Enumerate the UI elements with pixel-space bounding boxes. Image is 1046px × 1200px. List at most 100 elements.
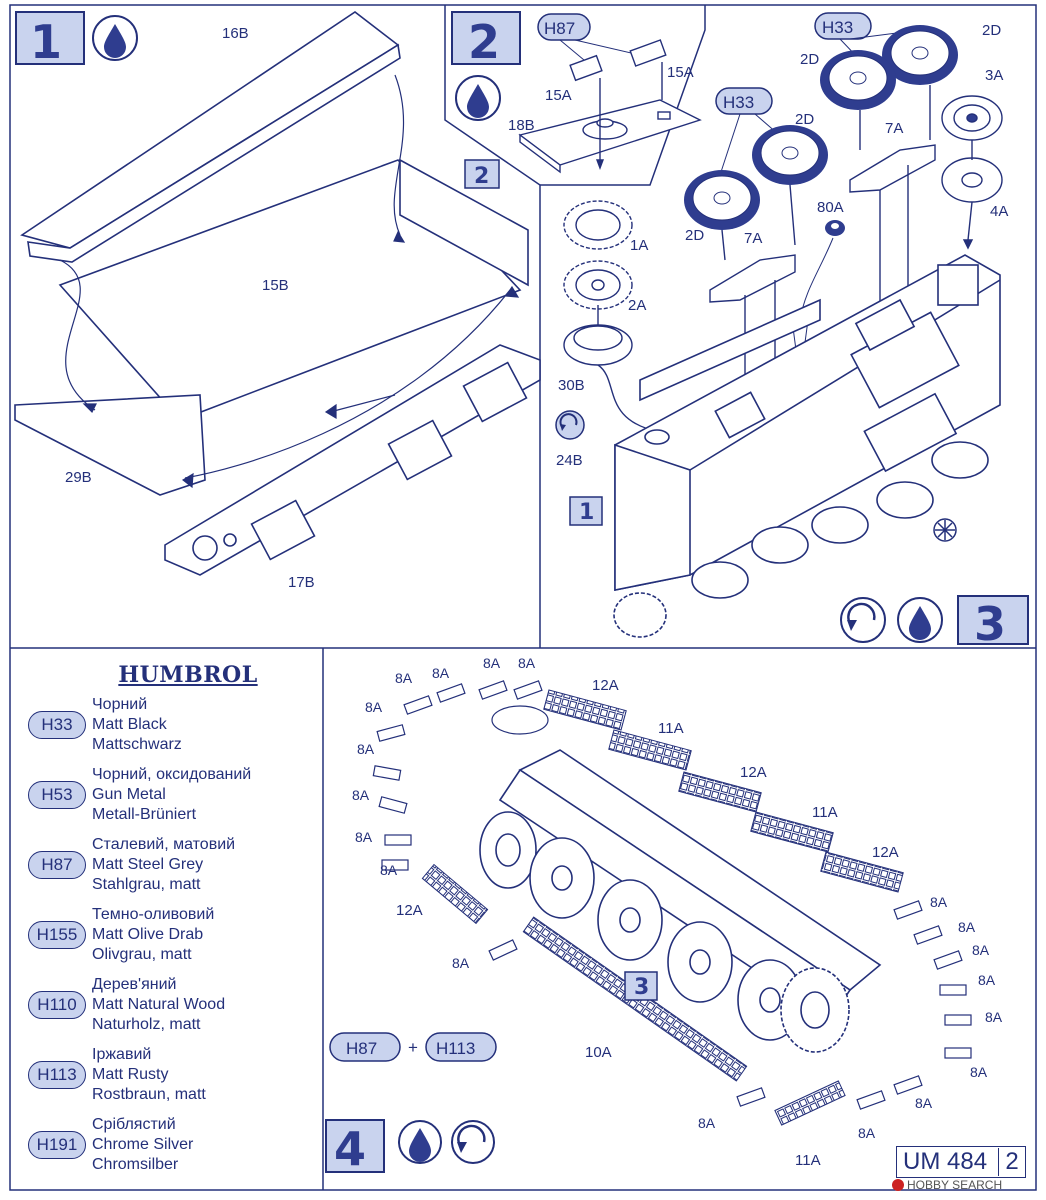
idler-wheel-3A xyxy=(941,95,1003,250)
rotate-icon xyxy=(555,410,585,440)
legend-item: H155 Темно-оливовий Matt Olive Drab Oliv… xyxy=(28,902,318,968)
part-label-15A-left: 15A xyxy=(545,87,572,104)
part-label-8A: 8A xyxy=(395,670,413,686)
paint-callout-H33-top: H33 xyxy=(814,12,921,61)
svg-text:1: 1 xyxy=(579,500,594,525)
paint-name-uk: Іржавий xyxy=(92,1046,152,1063)
part-label-2D: 2D xyxy=(685,227,704,244)
track-links-8A xyxy=(372,680,972,1110)
step-2-badge: 2 xyxy=(451,11,521,69)
road-wheels-2D xyxy=(684,25,958,230)
part-label-8A: 8A xyxy=(352,787,370,803)
svg-text:H113: H113 xyxy=(436,1039,475,1058)
paint-name-en: Gun Metal xyxy=(92,786,166,803)
part-label-2D: 2D xyxy=(795,111,814,128)
paint-mix-callout: H87 + H113 xyxy=(329,1032,497,1062)
part-label-8A: 8A xyxy=(915,1095,933,1111)
part-label-12A: 12A xyxy=(740,764,767,781)
part-label-17B: 17B xyxy=(288,574,315,591)
hull-floor-assembly xyxy=(14,11,541,576)
legend-item: H33 Чорний Matt Black Mattschwarz xyxy=(28,692,318,758)
page-number: 2 xyxy=(998,1148,1025,1176)
part-label-2A: 2A xyxy=(628,297,646,314)
part-label-12A: 12A xyxy=(592,677,619,694)
bogie-arms-7A xyxy=(709,85,936,395)
part-label-18B: 18B xyxy=(508,117,535,134)
svg-text:3: 3 xyxy=(634,975,649,1000)
assembly-guides-step1 xyxy=(59,74,520,489)
part-label-80A: 80A xyxy=(817,199,844,216)
paint-name-en: Chrome Silver xyxy=(92,1136,194,1153)
part-label-8A: 8A xyxy=(357,741,375,757)
part-label-8A: 8A xyxy=(365,699,383,715)
paint-name-uk: Дерев'яний xyxy=(92,976,177,993)
paint-name-de: Rostbraun, matt xyxy=(92,1086,206,1103)
svg-text:2: 2 xyxy=(474,164,489,189)
part-label-8A: 8A xyxy=(483,655,501,671)
part-label-8A: 8A xyxy=(452,955,470,971)
paint-name-uk: Чорний, оксидований xyxy=(92,766,252,783)
legend-item: H191 Сріблястий Chrome Silver Chromsilbe… xyxy=(28,1112,318,1178)
part-label-11A: 11A xyxy=(658,720,684,737)
svg-text:H33: H33 xyxy=(723,93,754,112)
part-label-8A: 8A xyxy=(972,942,990,958)
step-2-reference-badge: 2 xyxy=(464,159,500,189)
paint-code-badge: H191 xyxy=(28,1131,86,1159)
paint-name-de: Stahlgrau, matt xyxy=(92,876,201,893)
paint-name-de: Mattschwarz xyxy=(92,736,182,753)
step-3-reference-badge: 3 xyxy=(624,971,658,1001)
drive-sprocket-1A-2A xyxy=(563,200,661,433)
part-label-15B: 15B xyxy=(262,277,289,294)
step-3-badge: 3 xyxy=(957,595,1029,651)
legend-item: H113 Іржавий Matt Rusty Rostbraun, matt xyxy=(28,1042,318,1108)
part-label-30B: 30B xyxy=(558,377,585,394)
paint-name-de: Chromsilber xyxy=(92,1156,179,1173)
part-label-29B: 29B xyxy=(65,469,92,486)
part-label-12A: 12A xyxy=(396,902,423,919)
svg-text:+: + xyxy=(408,1038,418,1057)
part-label-1A: 1A xyxy=(630,237,648,254)
step-3-number: 3 xyxy=(974,597,1006,651)
paint-name-en: Matt Olive Drab xyxy=(92,926,204,943)
part-label-2D: 2D xyxy=(982,22,1001,39)
paint-name-de: Olivgrau, matt xyxy=(92,946,192,963)
kit-code-box: UM 484 2 xyxy=(896,1146,1026,1178)
step-1-badge: 1 xyxy=(15,11,85,69)
part-label-8A: 8A xyxy=(698,1115,716,1131)
part-label-8A: 8A xyxy=(958,919,976,935)
part-label-2D: 2D xyxy=(800,51,819,68)
paint-code-badge: H33 xyxy=(28,711,86,739)
part-label-7A: 7A xyxy=(744,230,762,247)
paint-code-badge: H87 xyxy=(28,851,86,879)
step-4-badge: 4 xyxy=(325,1119,385,1176)
part-label-8A: 8A xyxy=(858,1125,876,1141)
paint-name-en: Matt Steel Grey xyxy=(92,856,204,873)
glue-drop-icon xyxy=(455,75,501,121)
paint-code-badge: H53 xyxy=(28,781,86,809)
paint-name-en: Matt Natural Wood xyxy=(92,996,226,1013)
glue-drop-icon xyxy=(92,15,138,61)
paint-name-en: Matt Black xyxy=(92,716,167,733)
step-1-number: 1 xyxy=(30,15,62,69)
track-assembly-hull xyxy=(479,749,882,1053)
part-label-8A: 8A xyxy=(355,829,373,845)
watermark: HOBBY SEARCH xyxy=(892,1178,1002,1192)
part-label-24B: 24B xyxy=(556,452,583,469)
part-label-8A: 8A xyxy=(518,655,536,671)
humbrol-paint-legend: HUMBROL H33 Чорний Matt Black Mattschwar… xyxy=(28,662,318,1178)
part-label-4A: 4A xyxy=(990,203,1008,220)
part-label-3A: 3A xyxy=(985,67,1003,84)
step-1-reference-badge: 1 xyxy=(569,496,603,526)
part-label-12A: 12A xyxy=(872,844,899,861)
glue-drop-icon xyxy=(897,597,943,643)
part-label-8A: 8A xyxy=(978,972,996,988)
legend-title: HUMBROL xyxy=(118,662,258,688)
part-label-15A-right: 15A xyxy=(667,64,694,81)
part-label-8A: 8A xyxy=(970,1064,988,1080)
hull-body-step3 xyxy=(613,254,1001,638)
paint-callout-H33-mid: H33 xyxy=(715,87,786,176)
rotate-icon xyxy=(840,597,886,643)
paint-name-de: Metall-Brüniert xyxy=(92,806,197,823)
svg-text:H33: H33 xyxy=(822,18,853,37)
